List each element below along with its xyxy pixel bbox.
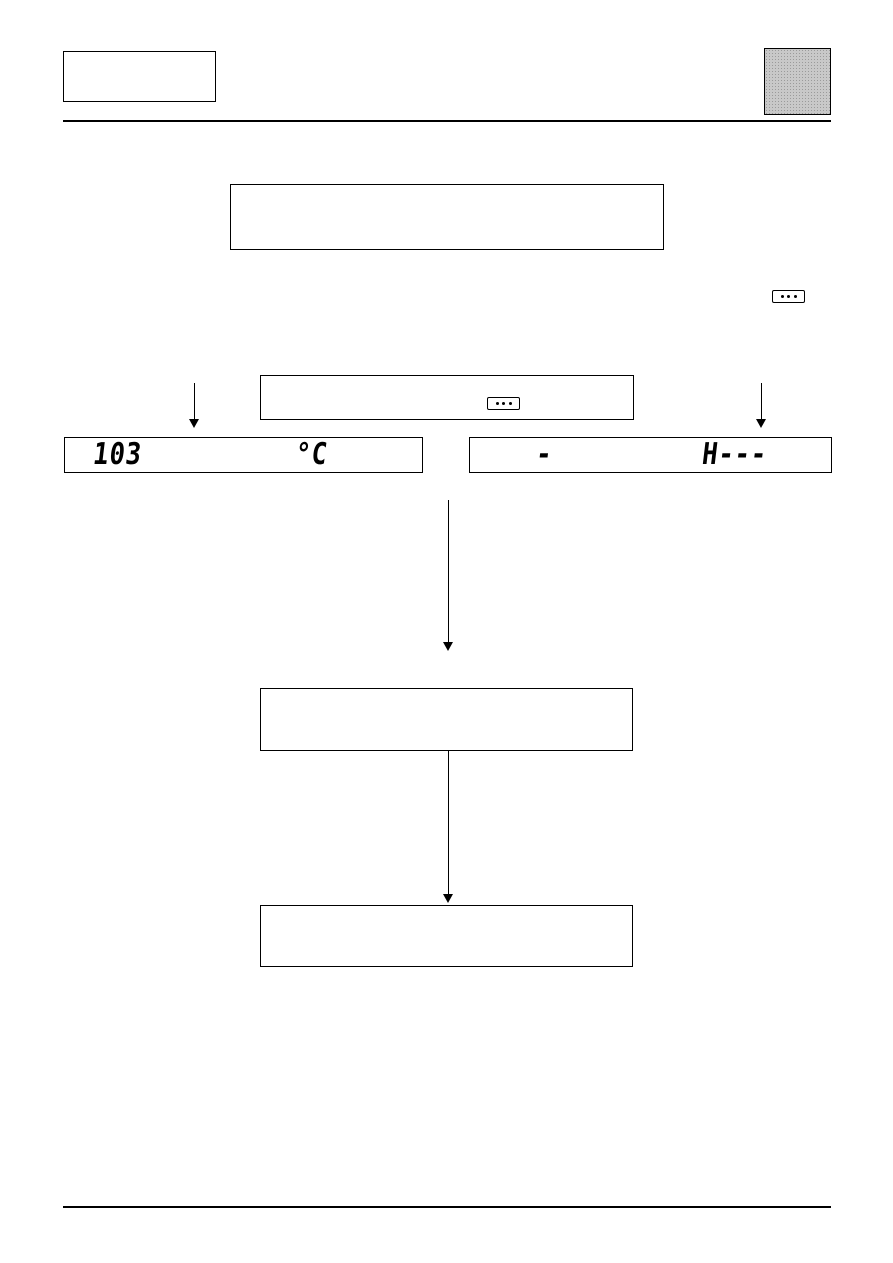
footer-rule [63,1206,831,1208]
key-dot [502,402,505,405]
ellipsis-key-icon [487,397,520,410]
right-arrow-line [761,383,762,420]
header-rule [63,120,831,122]
temperature-display: 103 °C [64,437,423,473]
right-arrow-head [756,419,766,428]
center-arrow-head-1 [443,642,453,651]
key-dot [780,295,784,298]
status-display: - H--- [469,437,832,473]
status-right-segment: H--- [700,437,770,472]
left-arrow-head [189,419,199,428]
temperature-value: 103 [91,437,144,472]
title-box [230,184,664,250]
header-label-box [63,51,216,102]
center-arrow-line-2 [448,751,449,895]
ellipsis-key-icon [772,290,805,303]
center-arrow-head-2 [443,894,453,903]
step-box-3 [260,905,633,967]
temperature-unit: °C [293,437,330,472]
left-arrow-line [194,383,195,420]
key-dot [508,402,512,405]
section-tab-marker [764,48,831,115]
step-box-press-key [260,375,634,420]
status-left-segment: - [534,437,555,472]
center-arrow-line-1 [448,500,449,643]
step-box-2 [260,688,633,751]
key-dot [793,295,797,298]
key-dot [495,402,499,405]
key-dot [787,295,790,298]
